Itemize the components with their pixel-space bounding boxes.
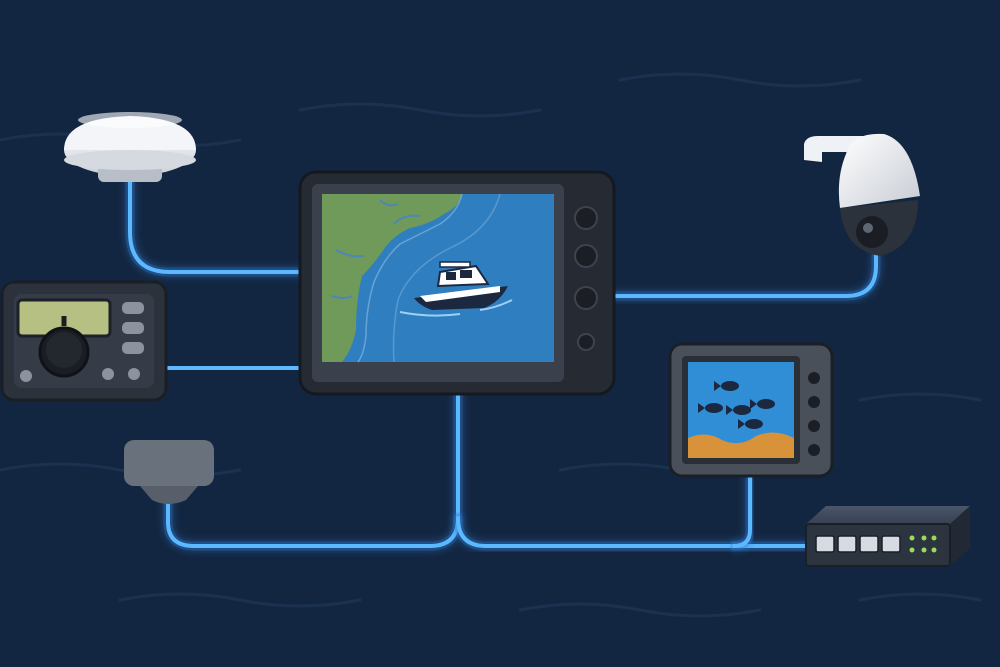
camera-icon[interactable] [804, 133, 920, 256]
cable-glow-ptz-camera [609, 251, 881, 301]
transducer-icon[interactable] [124, 440, 214, 504]
fish-icons [698, 381, 775, 429]
gps-antenna-icon[interactable] [64, 112, 196, 182]
cable-fishfinder-display-to-network-switch [732, 474, 752, 548]
fishfinder-icon[interactable] [668, 342, 834, 478]
switch-ports [815, 535, 901, 553]
cable-glow-gps-antenna [125, 177, 305, 277]
cable-gps-antenna-to-chartplotter-display [128, 180, 302, 274]
background-waves [0, 72, 982, 618]
chart-screen [322, 193, 554, 363]
switch-leds [909, 535, 937, 553]
radio-icon[interactable] [0, 280, 168, 402]
chartplotter-icon[interactable] [298, 170, 616, 396]
network-switch-icon[interactable] [805, 506, 970, 567]
cable-chartplotter-display-to-network-switch [456, 516, 808, 548]
boat-icon [399, 261, 513, 317]
cable-ptz-camera-to-chartplotter-display [612, 254, 878, 298]
network-cables [125, 177, 881, 551]
